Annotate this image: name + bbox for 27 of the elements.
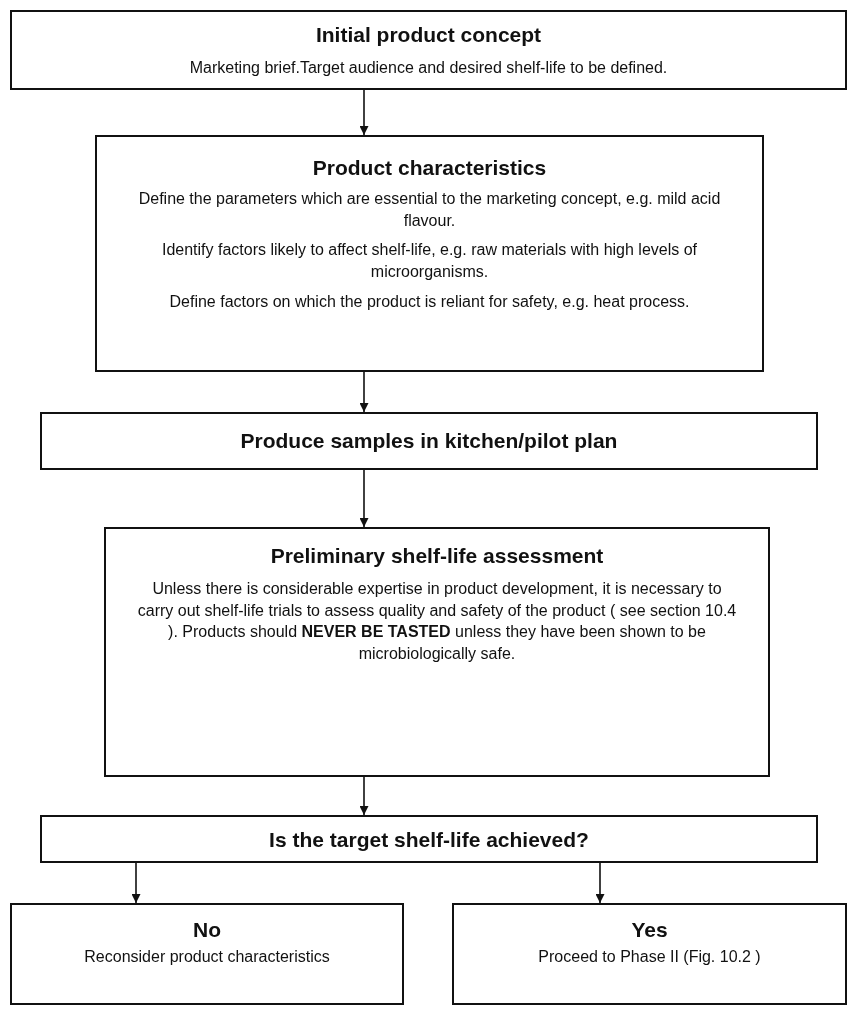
- arrow: [131, 862, 141, 904]
- decision-box: [40, 815, 818, 863]
- box-text: Unless there is considerable expertise in product development, it is necessary to carry out shelf-life trials to assess quality and safety of the product ( see section 10.4 ). Products should NEVER BE TASTED unless they have been shown to be microbiologically safe.: [136, 579, 738, 664]
- box-heading: Product characteristics: [312, 155, 547, 181]
- process-box: [95, 135, 764, 372]
- box-heading: No: [193, 917, 221, 943]
- process-box: [452, 903, 847, 1005]
- arrow: [359, 469, 369, 528]
- arrow: [595, 862, 605, 904]
- box-heading: Preliminary shelf-life assessment: [270, 543, 604, 569]
- box-heading: Is the target shelf-life achieved?: [269, 827, 589, 853]
- process-box: [10, 10, 847, 90]
- box-text: Define the parameters which are essential to the marketing concept, e.g. mild acid flavour.: [137, 189, 722, 231]
- box-heading: Produce samples in kitchen/pilot plan: [240, 428, 618, 454]
- arrow: [359, 371, 369, 413]
- process-box: [40, 412, 818, 470]
- box-heading: Initial product concept: [315, 22, 542, 48]
- box-text: Reconsider product characteristics: [84, 947, 330, 968]
- box-text: Identify factors likely to affect shelf-life, e.g. raw materials with high levels of microorganisms.: [160, 240, 698, 282]
- process-box: [10, 903, 404, 1005]
- process-box: [104, 527, 770, 777]
- arrow: [359, 776, 369, 816]
- box-text: Marketing brief.Target audience and desired shelf-life to be defined.: [189, 58, 668, 79]
- box-heading: Yes: [631, 917, 668, 943]
- box-text: Define factors on which the product is reliant for safety, e.g. heat process.: [169, 291, 690, 312]
- arrow: [359, 89, 369, 136]
- box-text: Proceed to Phase II (Fig. 10.2 ): [538, 947, 761, 968]
